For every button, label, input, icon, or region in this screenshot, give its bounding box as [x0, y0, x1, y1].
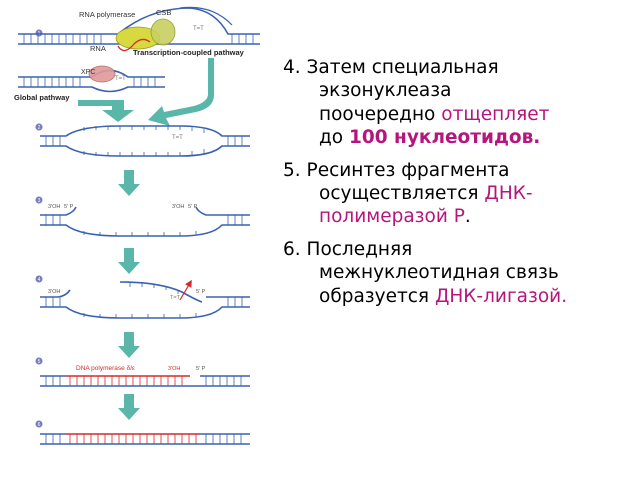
arrow-3-to-4 — [118, 248, 140, 274]
arrow-4-to-5 — [118, 332, 140, 358]
item-5-line-2: осуществляется ДНК- — [283, 182, 633, 205]
three-oh-label-5: 3'OH — [168, 366, 180, 372]
item-5-line-3: полимеразой Р. — [283, 205, 633, 228]
step-2-circle — [35, 123, 43, 131]
rna-strand — [117, 38, 151, 52]
item-4: 4. Затем специальная экзонуклеаза поочер… — [283, 56, 633, 150]
three-oh-label-3b: 3'OH — [172, 204, 184, 210]
item-5-line-3-plain: . — [464, 206, 471, 228]
item-5-line-1: 5. Ресинтез фрагмента — [283, 159, 510, 181]
item-5: 5. Ресинтез фрагмента осуществляется ДНК… — [283, 159, 633, 229]
item-6: 6. Последняя межнуклеотидная связь образ… — [283, 238, 633, 308]
step-4-strands — [40, 281, 250, 319]
five-p-label-3a: 5' P — [64, 204, 74, 210]
step-5-blue-rungs — [45, 376, 242, 386]
item-6-line-3: образуется ДНК-лигазой. — [283, 285, 633, 308]
tt-label-4: T=T — [170, 295, 181, 301]
global-base-rungs — [23, 77, 156, 87]
step-6-blue-rungs — [45, 434, 242, 444]
step-6-circle — [35, 420, 43, 428]
step-6: 6 — [35, 420, 250, 445]
tt-label-3: T=T — [172, 135, 183, 141]
item-6-line-3-plain: образуется — [319, 285, 435, 307]
xpc-shape — [88, 65, 116, 83]
item-6-line-2: межнуклеотидная связь — [319, 262, 559, 284]
step-2-number: 2 — [38, 125, 41, 131]
item-4-line-2: экзонуклеаза — [319, 80, 452, 102]
tc-pathway-label: Transcription-coupled pathway — [133, 48, 245, 57]
arrow-5-to-6 — [118, 394, 140, 420]
rna-label: RNA — [90, 44, 106, 53]
five-p-label-5: 5' P — [196, 366, 206, 372]
step-5-number: 5 — [38, 359, 41, 365]
excision-arrow — [179, 279, 192, 301]
step-4-rungs — [45, 283, 243, 318]
csb-label: CSB — [156, 8, 171, 17]
step-3: 3 3'OH 5' P 3'OH 5' P — [35, 196, 250, 237]
five-p-label-3b: 5' P — [188, 204, 198, 210]
arrow-2-to-3 — [118, 170, 140, 196]
step-3-rungs — [45, 215, 243, 236]
tc-base-rungs — [23, 34, 254, 44]
step-3-circle — [35, 196, 43, 204]
global-pathway-label: Global pathway — [14, 93, 70, 102]
step-2-strands — [40, 125, 250, 157]
arrow-global-to-2 — [78, 100, 134, 122]
step-3-strands — [40, 206, 250, 237]
step-2-rungs — [45, 126, 243, 156]
step-6-red-rungs — [69, 434, 197, 444]
step-5-red-rungs — [69, 376, 183, 386]
tt-label-1: T=T — [193, 26, 204, 32]
item-4-line-4: до 100 нуклеотидов. — [283, 126, 633, 149]
item-4-line-3: поочередно отщепляет — [283, 103, 633, 126]
item-5-highlight-dna: ДНК- — [484, 183, 533, 205]
arrow-tc-to-2 — [148, 58, 214, 126]
item-5-highlight-polymerase: полимеразой Р — [319, 206, 465, 228]
step-2: 2 T=T — [35, 123, 250, 157]
item-4-line-3-plain: поочередно — [319, 103, 442, 125]
step-4-circle — [35, 275, 43, 283]
step-4-number: 4 — [38, 277, 41, 283]
rna-polymerase-label: RNA polymerase — [79, 10, 135, 19]
item-6-highlight-ligase: ДНК-лигазой. — [434, 285, 568, 307]
ner-diagram: 1 RNA polymerase CSB RNA T=T Transcripti… — [14, 6, 260, 445]
item-4-line-4-plain: до — [319, 127, 349, 149]
explanation-text: 4. Затем специальная экзонуклеаза поочер… — [283, 56, 633, 317]
step-6-number: 6 — [38, 422, 41, 428]
xpc-label: XPC — [81, 69, 95, 76]
csb-shape — [150, 18, 176, 46]
step-1: 1 RNA polymerase CSB RNA T=T Transcripti… — [14, 6, 260, 102]
step-3-number: 3 — [38, 198, 41, 204]
step-5: 5 DNA polymerase δ/ε 3'OH 5' P — [35, 357, 250, 387]
item-6-line-1: 6. Последняя — [283, 238, 413, 260]
three-oh-label-4: 3'OH — [48, 289, 60, 295]
item-4-highlight-excises: отщепляет — [441, 103, 550, 125]
item-5-line-2-plain: осуществляется — [319, 183, 485, 205]
step-5-circle — [35, 357, 43, 365]
item-4-line-1: 4. Затем специальная — [283, 57, 499, 78]
dna-polymerase-label: DNA polymerase δ/ε — [76, 365, 135, 372]
tt-label-2: T=T — [115, 76, 126, 82]
item-4-highlight-100-nucleotides: 100 нуклеотидов. — [349, 127, 541, 149]
three-oh-label-3a: 3'OH — [48, 204, 60, 210]
step-4: 4 3'OH 5' P T=T — [35, 275, 250, 319]
five-p-label-4: 5' P — [196, 289, 206, 295]
